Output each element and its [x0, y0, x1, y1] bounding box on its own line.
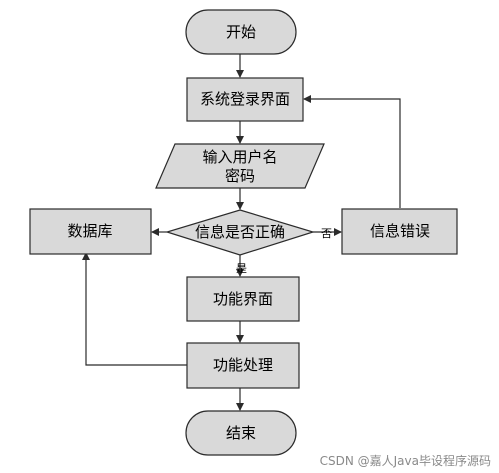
function-process-node: 功能处理	[186, 342, 300, 389]
login-label: 系统登录界面	[200, 90, 290, 108]
edge-process-database	[82, 252, 187, 366]
input-label-line1: 输入用户名	[202, 148, 277, 166]
check-label: 信息是否正确	[195, 223, 285, 241]
end-label: 结束	[226, 424, 256, 442]
end-node: 结束	[185, 410, 297, 456]
function-process-label: 功能处理	[213, 356, 273, 374]
login-node: 系统登录界面	[186, 77, 304, 122]
edge-error-login	[303, 95, 401, 208]
watermark: CSDN @嘉人Java毕设程序源码	[319, 454, 491, 468]
function-page-node: 功能界面	[186, 276, 300, 322]
database-label: 数据库	[67, 222, 112, 240]
error-label: 信息错误	[370, 222, 430, 240]
input-label-line2: 密码	[225, 167, 255, 185]
check-decision: 信息是否正确	[164, 209, 316, 256]
start-label: 开始	[226, 23, 256, 41]
input-node: 输入用户名 密码	[155, 143, 325, 189]
no-label: 否	[321, 227, 332, 240]
function-page-label: 功能界面	[213, 290, 273, 308]
yes-label: 是	[236, 262, 247, 275]
database-node: 数据库	[29, 208, 152, 255]
error-node: 信息错误	[341, 208, 458, 255]
start-node: 开始	[185, 9, 297, 55]
